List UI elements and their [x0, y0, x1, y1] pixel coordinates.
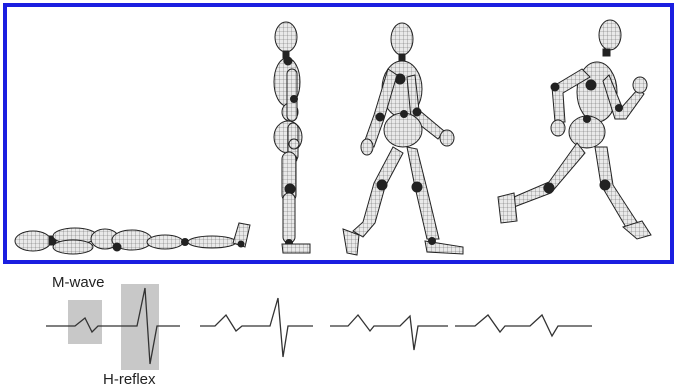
- trace-standing: [200, 298, 313, 357]
- posture-illustrations: [7, 7, 670, 260]
- waveform-row: M-wave H-reflex: [0, 268, 675, 391]
- lying-mannequin: [15, 223, 250, 254]
- trace-lying: [46, 288, 180, 364]
- m-wave-highlight: [68, 300, 102, 344]
- running-mannequin: [498, 20, 651, 239]
- trace-running: [455, 315, 592, 336]
- posture-figure-panel: [3, 3, 674, 264]
- h-reflex-highlight: [121, 284, 159, 370]
- trace-walking: [330, 315, 448, 350]
- waveform-traces: [0, 268, 675, 376]
- standing-mannequin: [274, 22, 310, 253]
- walking-mannequin: [343, 23, 463, 255]
